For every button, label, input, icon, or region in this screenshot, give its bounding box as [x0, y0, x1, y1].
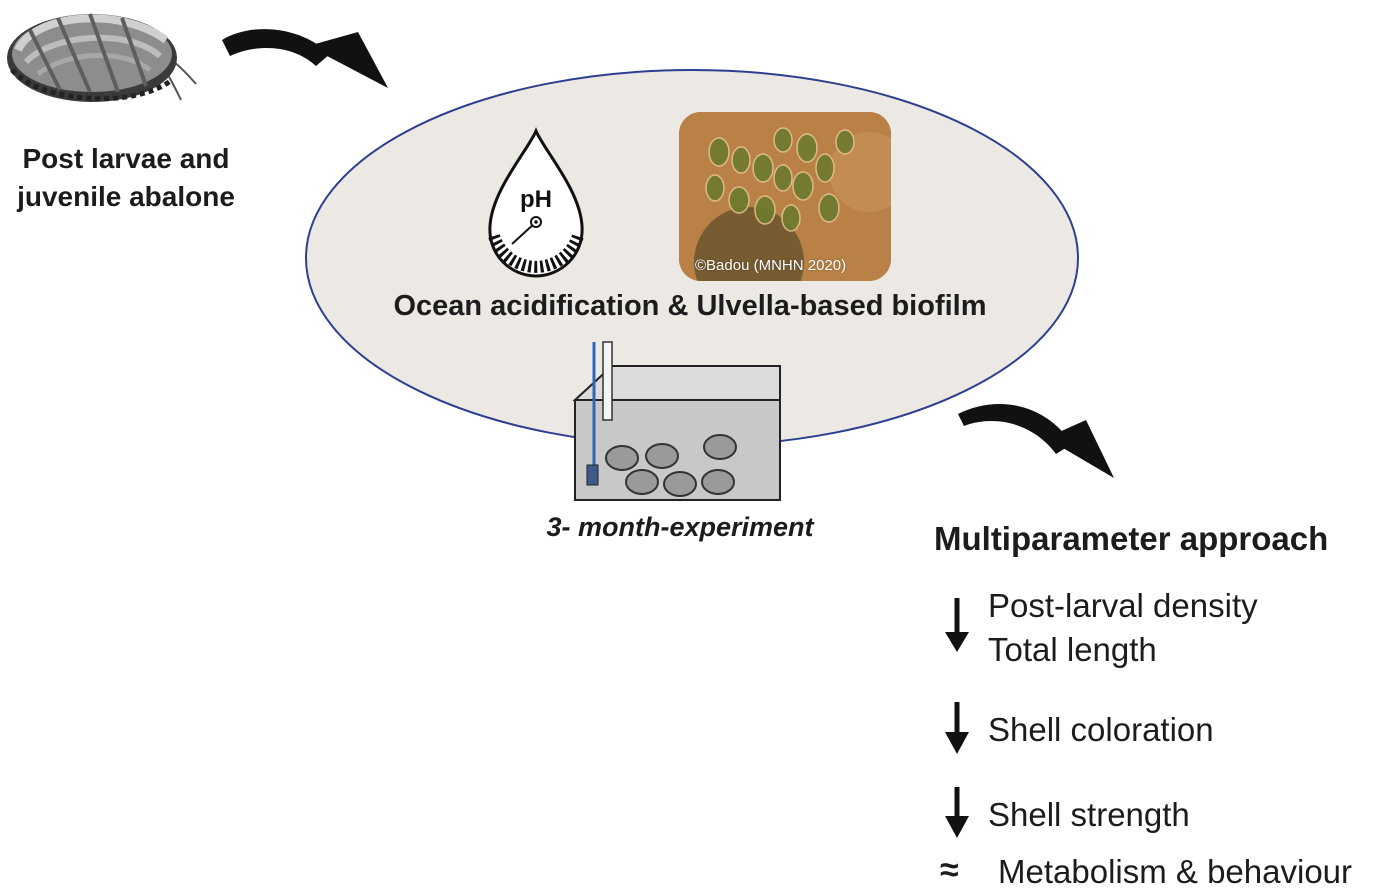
conditions-title: Ocean acidification & Ulvella-based biof…	[393, 290, 987, 322]
input-title: Post larvae and juvenile abalone	[0, 140, 252, 216]
result-item: Metabolism & behaviour	[998, 853, 1353, 890]
decrease-arrow-icon	[945, 787, 969, 838]
ulvella-biofilm-photo	[679, 112, 891, 281]
result-item: Shell coloration	[988, 711, 1214, 748]
experiment-label: 3- month-experiment	[546, 512, 814, 542]
ph-label: pH	[520, 186, 552, 213]
result-item: Shell strength	[988, 796, 1190, 833]
decrease-arrow-icon	[945, 598, 969, 652]
input-title-line2: juvenile abalone	[17, 181, 235, 212]
ulvella-cells-image	[679, 112, 891, 281]
result-item: Post-larval density	[988, 587, 1258, 624]
curved-arrow-icon	[222, 29, 388, 88]
results-title: Multiparameter approach	[934, 520, 1329, 557]
experimental-tank-icon	[572, 341, 781, 501]
approximately-equal-icon: ≈	[940, 851, 959, 889]
ph-drop-icon	[488, 127, 584, 278]
decrease-arrow-icon	[945, 702, 969, 754]
curved-arrow-icon	[958, 404, 1114, 478]
photo-credit: ©Badou (MNHN 2020)	[695, 257, 847, 274]
input-title-line1: Post larvae and	[22, 143, 230, 174]
abalone-icon	[7, 13, 197, 102]
result-item: Total length	[988, 631, 1157, 668]
